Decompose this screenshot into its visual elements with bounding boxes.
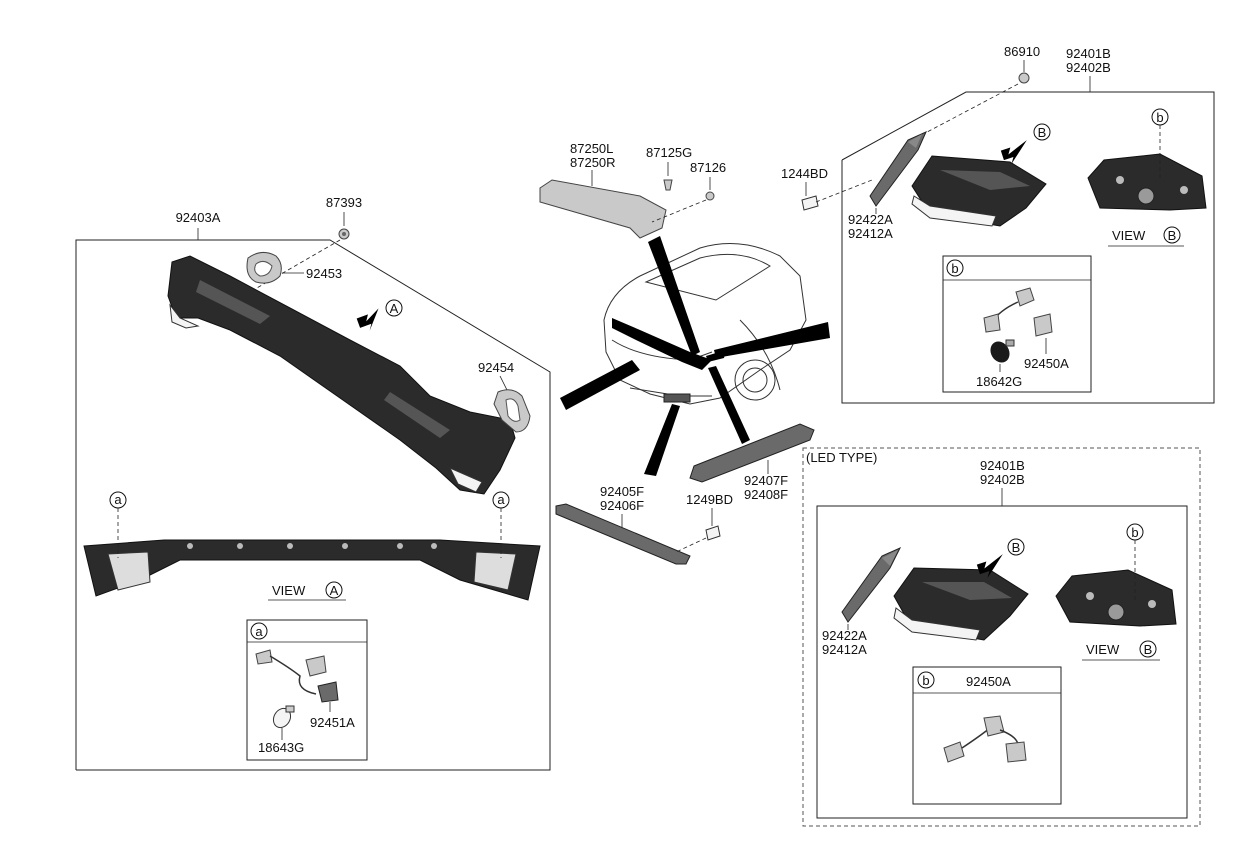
right-top-frame (841, 91, 1215, 404)
wedge-to-right-top (714, 322, 830, 358)
label-92453: 92453 (306, 266, 342, 281)
label-87250L: 87250L (570, 141, 613, 156)
marker-A: A (390, 301, 399, 316)
label-87393: 87393 (326, 195, 362, 210)
label-92407F: 92407F (744, 473, 788, 488)
svg-text:VIEW: VIEW (1112, 228, 1146, 243)
label-87250R: 87250R (570, 155, 616, 170)
label-18643G: 18643G (258, 740, 304, 755)
rear-garnish-92403A (167, 255, 516, 495)
label-92450A-top: 92450A (1024, 356, 1069, 371)
label-86910: 86910 (1004, 44, 1040, 59)
label-92402B-led: 92402B (980, 472, 1025, 487)
svg-text:b: b (922, 673, 929, 688)
rear-garnish-group: 92403A 87393 92453 A (75, 195, 551, 771)
nut-87393 (338, 228, 350, 240)
marker-a-right: a (492, 491, 510, 558)
label-18642G: 18642G (976, 374, 1022, 389)
label-92401B-top: 92401B (1066, 46, 1111, 61)
view-A-caption: VIEW A (268, 581, 346, 601)
svg-text:a: a (255, 624, 263, 639)
svg-text:VIEW: VIEW (272, 583, 306, 598)
svg-text:b: b (1131, 525, 1138, 540)
detail-box-b-led: b 92450A (912, 666, 1062, 805)
led-inner-frame (816, 505, 1188, 819)
view-arrow-A: A (356, 299, 403, 331)
view-B-caption-led: VIEW B (1082, 640, 1160, 661)
svg-text:A: A (330, 583, 339, 598)
lens-seal-92422A-led (841, 546, 902, 623)
label-92401B-led: 92401B (980, 458, 1025, 473)
socket-harness-92450A-led (943, 715, 1027, 763)
led-type-title: (LED TYPE) (806, 450, 877, 465)
label-92422A-led: 92422A (822, 628, 867, 643)
wedge-to-92407F (708, 366, 750, 444)
label-87126: 87126 (690, 160, 726, 175)
screw-1244BD (801, 195, 819, 211)
svg-text:B: B (1012, 540, 1021, 555)
wedge-to-left (560, 360, 640, 410)
label-92408F: 92408F (744, 487, 788, 502)
lens-seal-92422A-top (869, 131, 927, 207)
nut-86910 (1018, 72, 1030, 84)
svg-text:b: b (1156, 110, 1163, 125)
screw-1249BD (705, 525, 721, 541)
label-92454: 92454 (478, 360, 514, 375)
marker-b-led: b (1126, 523, 1144, 600)
bulb-18643G (272, 705, 295, 729)
wedge-to-92405F (644, 404, 680, 476)
label-92451A: 92451A (310, 715, 355, 730)
label-1244BD: 1244BD (781, 166, 828, 181)
rear-lamp-assembly-top (911, 155, 1047, 227)
gasket-92454 (493, 389, 531, 433)
marker-b-top: b (1151, 108, 1169, 180)
view-arrow-B-top: B (1000, 123, 1051, 164)
svg-text:B: B (1038, 125, 1047, 140)
svg-text:b: b (951, 261, 958, 276)
marker-a-left: a (109, 491, 127, 558)
view-B-lamp-back-top (1087, 153, 1207, 211)
svg-text:VIEW: VIEW (1086, 642, 1120, 657)
label-92405F: 92405F (600, 484, 644, 499)
wedge-to-spoiler (648, 236, 700, 356)
spoiler-lamp-87250 (539, 179, 667, 239)
label-92403A: 92403A (176, 210, 221, 225)
left-frame (75, 239, 551, 771)
rear-lamp-assembly-led (893, 567, 1029, 641)
detail-box-a: a 92451A 18643G (246, 619, 368, 761)
center-group: 87250L 87250R 87125G 87126 (539, 141, 830, 565)
socket-harness-92451A (255, 649, 339, 703)
svg-text:a: a (497, 492, 505, 507)
socket-harness-92450A-top (983, 287, 1053, 337)
label-92412A-top: 92412A (848, 226, 893, 241)
svg-text:a: a (114, 492, 122, 507)
svg-text:B: B (1144, 642, 1153, 657)
view-A-garnish (83, 539, 541, 601)
label-1249BD: 1249BD (686, 492, 733, 507)
led-type-dashed-frame (802, 447, 1201, 827)
view-B-caption-top: VIEW B (1108, 226, 1184, 247)
rear-lamp-bulb-type-group: 86910 92401B 92402B 1244BD 92422A 92412A (781, 44, 1215, 404)
reflector-92405F (555, 503, 691, 565)
detail-box-b-top: b 92450A 18642G (942, 255, 1092, 393)
gasket-92453 (246, 252, 282, 284)
view-B-lamp-back-led (1055, 569, 1177, 627)
bulb-18642G (990, 339, 1015, 363)
reflector-92407F (689, 423, 815, 483)
label-87125G: 87125G (646, 145, 692, 160)
label-92412A-led: 92412A (822, 642, 867, 657)
vehicle-rear-view (603, 243, 807, 405)
screw-87126 (705, 191, 715, 201)
label-92402B-top: 92402B (1066, 60, 1111, 75)
label-92422A-top: 92422A (848, 212, 893, 227)
view-arrow-B-led: B (976, 538, 1025, 578)
rear-lamp-led-type-group: (LED TYPE) 92401B 92402B 92422A 92412A B (802, 447, 1201, 827)
label-92450A-led: 92450A (966, 674, 1011, 689)
svg-text:B: B (1168, 228, 1177, 243)
clip-87125G (663, 179, 673, 191)
label-92406F: 92406F (600, 498, 644, 513)
